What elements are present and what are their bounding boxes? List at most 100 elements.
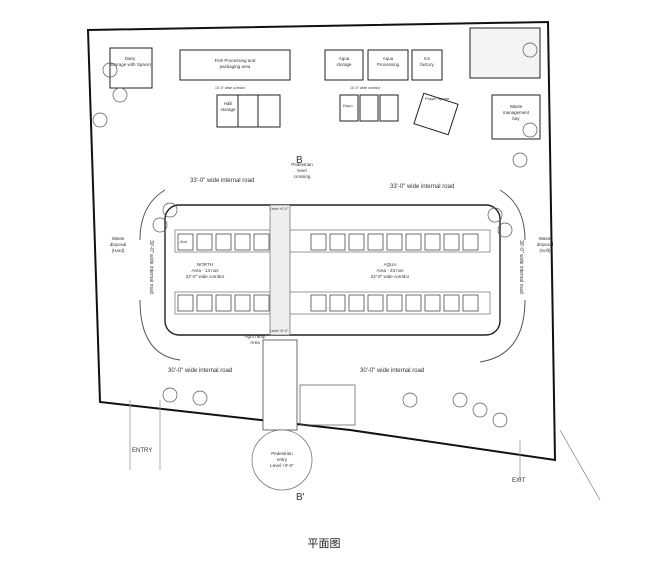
stall: [196, 233, 213, 251]
tree: [522, 122, 538, 138]
level-top-label: Level +0'-0": [270, 207, 289, 211]
exit-label: EXIT: [512, 478, 526, 484]
road-edge-left: [129, 400, 161, 470]
ice-factory-building: [411, 49, 443, 81]
depo-3: [379, 94, 399, 122]
road-label-bottom-left: 30'-0" wide internal road: [168, 368, 232, 374]
stall: [177, 233, 194, 251]
prayer-space-label: Prayer Space: [425, 96, 450, 101]
entry-label: ENTRY: [132, 448, 152, 454]
tree: [452, 392, 468, 408]
stall: [329, 233, 346, 251]
tree: [102, 62, 118, 78]
central-walkway: [262, 339, 298, 431]
halli-storage-3: [257, 94, 281, 128]
caption: 平面图: [307, 537, 341, 550]
stall: [310, 294, 327, 312]
stall: [405, 294, 422, 312]
tree: [162, 387, 178, 403]
road-label-bottom-right: 30'-0" wide internal road: [360, 368, 424, 374]
stall: [367, 233, 384, 251]
stall: [348, 294, 365, 312]
aqua-storage-building: [324, 49, 364, 81]
road-label-left: 30'-0" wide internal road: [148, 240, 154, 294]
tree: [402, 392, 418, 408]
stall: [367, 294, 384, 312]
stall: [443, 233, 460, 251]
stall: [462, 294, 479, 312]
pedestrian-entry-plaza: [251, 429, 313, 491]
fish-processing-building: [179, 49, 291, 81]
halli-storage-2: [237, 94, 259, 128]
stall-row-bottom: [177, 294, 479, 312]
stall: [234, 233, 251, 251]
section-marker-bottom: B': [296, 492, 305, 503]
tree: [152, 217, 168, 233]
stall: [386, 233, 403, 251]
road-arrow-bottom-right: [479, 299, 526, 363]
stall: [405, 233, 422, 251]
site-boundary: [86, 20, 557, 462]
top-buildings: [109, 27, 541, 140]
parking-stairs: [299, 384, 356, 426]
tree: [487, 207, 503, 223]
stall: [462, 233, 479, 251]
stall: [215, 294, 232, 312]
tree: [492, 412, 508, 428]
stall: [234, 294, 251, 312]
tree: [92, 112, 108, 128]
level-bottom-label: Level +0'-0": [270, 329, 289, 333]
tree: [192, 390, 208, 406]
road-edge-right: [519, 429, 601, 501]
road-arrow-left: [139, 189, 166, 241]
stall: [424, 233, 441, 251]
stall: [386, 294, 403, 312]
stall: [329, 294, 346, 312]
stall-row-top: [177, 233, 479, 251]
depo-label: Depo: [343, 103, 353, 108]
prayer-space-building: [413, 92, 459, 136]
aqua-processing-building: [367, 49, 409, 81]
section-marker-top: B: [296, 155, 303, 166]
stall: [253, 233, 270, 251]
trees: [92, 42, 538, 428]
stall: [348, 233, 365, 251]
road-arrow-right: [499, 189, 526, 241]
tree: [472, 402, 488, 418]
corridor-top-label: 10'-0" wide corridor: [215, 86, 246, 90]
stall: [196, 294, 213, 312]
road-arrow-bottom-left: [139, 299, 181, 361]
road-label-top-right: 33'-0" wide internal road: [390, 184, 454, 190]
stall: [424, 294, 441, 312]
stall: [310, 233, 327, 251]
waste-management-building: [491, 94, 541, 140]
stall: [177, 294, 194, 312]
road-label-top-left: 33'-0" wide internal road: [190, 178, 254, 184]
service-block: [469, 27, 541, 79]
depo-2: [359, 94, 379, 122]
tree: [497, 222, 513, 238]
tree: [522, 42, 538, 58]
stall: [253, 294, 270, 312]
stall: [215, 233, 232, 251]
tree: [512, 152, 528, 168]
dairy-building: [109, 47, 153, 89]
depo-1: [339, 94, 359, 122]
stall: [443, 294, 460, 312]
road-label-right: 30'-0" wide internal road: [518, 240, 524, 294]
